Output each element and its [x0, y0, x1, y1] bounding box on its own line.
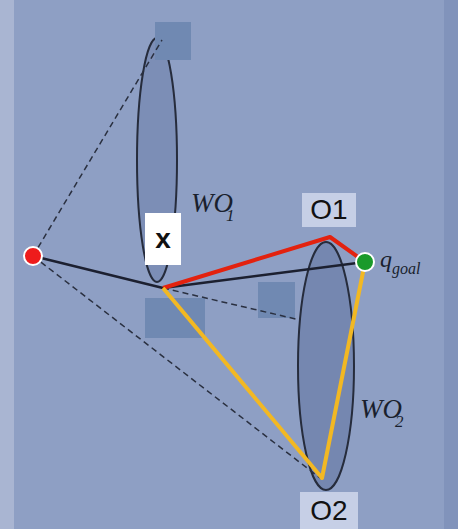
obstacle-subscript: 1 [226, 207, 235, 224]
point-name: x [155, 225, 171, 253]
point-label-box: x [145, 213, 181, 265]
redaction-patch [258, 282, 295, 318]
path-line [163, 262, 365, 288]
page-edge [444, 0, 458, 529]
goal-dot [356, 253, 374, 271]
page-edge [0, 0, 14, 529]
goal-label: q [380, 247, 392, 271]
point-label-box: O2 [300, 492, 358, 529]
point-name: O1 [310, 196, 347, 224]
obstacle-subscript: 2 [395, 413, 404, 430]
point-label-box: O1 [302, 193, 356, 227]
path-line [33, 256, 163, 288]
goal-subscript: goal [392, 261, 420, 277]
dashed-tangent [33, 256, 320, 478]
red-path [163, 237, 365, 288]
point-name: O2 [310, 497, 347, 525]
dashed-tangent [33, 40, 162, 256]
yellow-path [163, 262, 365, 478]
redaction-patch [155, 22, 191, 60]
start-dot [24, 247, 42, 265]
